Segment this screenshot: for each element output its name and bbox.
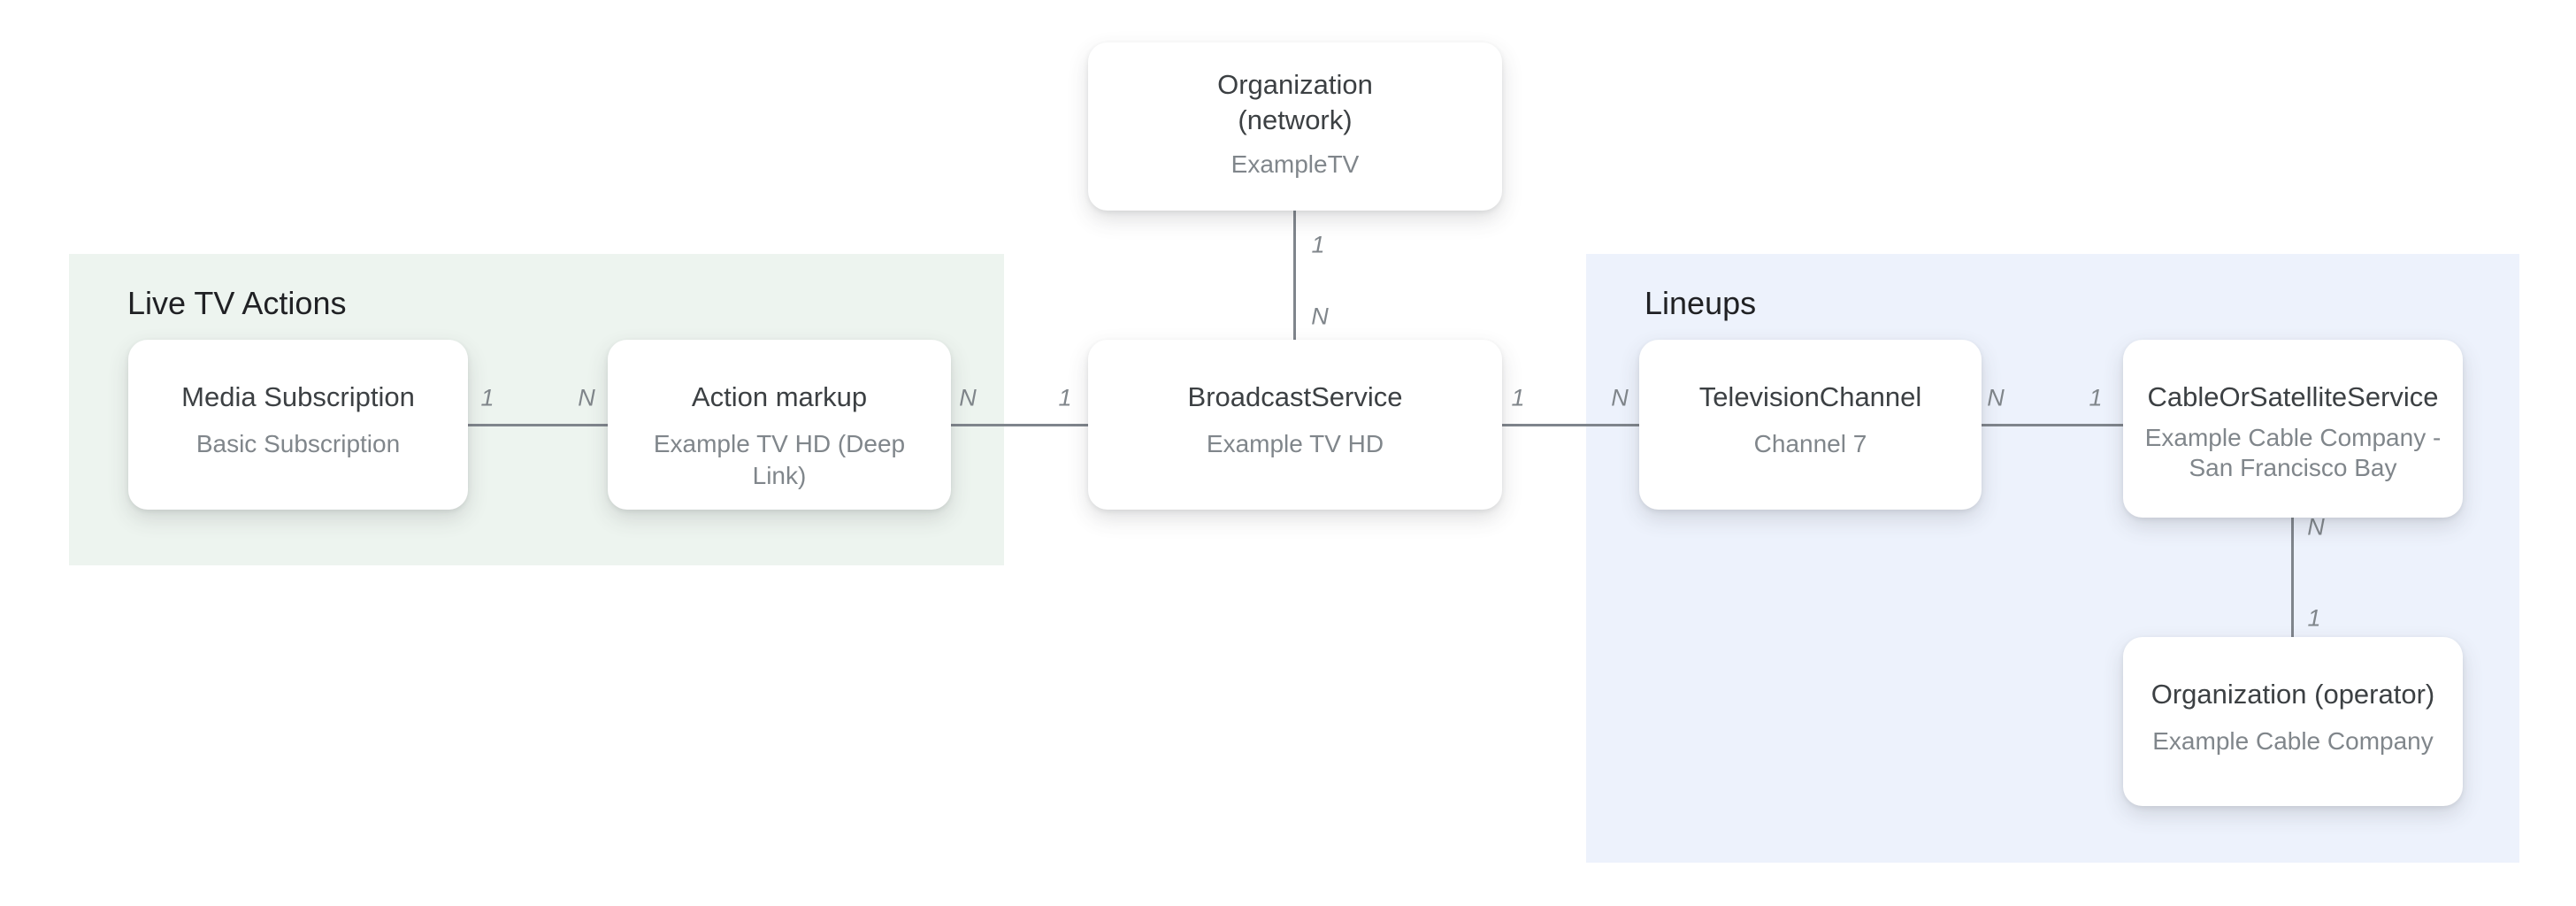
entity-subtitle: Basic Subscription	[196, 430, 401, 457]
entity-title: Organization (operator)	[2150, 679, 2435, 710]
cardinality-label: 1	[2307, 604, 2321, 632]
entity-subtitle: Example Cable Company	[2152, 727, 2434, 755]
entity-box-media-subscription: Media Subscription Basic Subscription	[128, 340, 468, 510]
entity-title: CableOrSatelliteService	[2147, 381, 2439, 412]
cardinality-label: N	[2307, 513, 2325, 541]
entity-subtitle: Example TV HD (Deep Link)	[653, 430, 906, 489]
cardinality-label: 1	[480, 384, 494, 411]
cardinality-label: N	[959, 384, 977, 411]
entity-subtitle: ExampleTV	[1230, 150, 1360, 178]
cardinality-label: N	[1987, 384, 2005, 411]
entity-box-broadcast-service: BroadcastService Example TV HD	[1088, 340, 1502, 510]
cardinality-label: 1	[2089, 384, 2103, 411]
entity-subtitle: Example TV HD	[1206, 430, 1384, 457]
connector-action-to-broadcast	[951, 424, 1088, 426]
cardinality-label: N	[1311, 303, 1329, 330]
cardinality-label: 1	[1311, 231, 1325, 258]
connector-network-to-broadcast	[1293, 211, 1296, 340]
connector-broadcast-to-channel	[1502, 424, 1639, 426]
entity-title: TelevisionChannel	[1698, 381, 1922, 412]
entity-title: BroadcastService	[1187, 381, 1403, 412]
connector-cable-to-operator	[2291, 518, 2294, 637]
entity-box-organization-operator: Organization (operator) Example Cable Co…	[2123, 637, 2463, 806]
entity-title: Action markup	[691, 381, 868, 412]
entity-subtitle: Example Cable Company - San Francisco Ba…	[2144, 424, 2442, 481]
group-title-lineups: Lineups	[1644, 285, 1757, 321]
entity-title: Media Subscription	[181, 381, 415, 412]
entity-subtitle: Channel 7	[1753, 430, 1867, 457]
cardinality-label: 1	[1058, 384, 1072, 411]
entity-box-television-channel: TelevisionChannel Channel 7	[1639, 340, 1982, 510]
group-title-live-tv-actions: Live TV Actions	[127, 285, 347, 321]
entity-box-action-markup: Action markup Example TV HD (Deep Link)	[608, 340, 951, 510]
connector-media-to-action	[468, 424, 608, 426]
entity-box-organization-network: Organization (network) ExampleTV	[1088, 42, 1502, 211]
connector-channel-to-cable	[1982, 424, 2123, 426]
cardinality-label: 1	[1511, 384, 1525, 411]
entity-title: Organization (network)	[1217, 69, 1373, 135]
entity-box-cable-or-satellite-service: CableOrSatelliteService Example Cable Co…	[2123, 340, 2463, 518]
cardinality-label: N	[578, 384, 595, 411]
cardinality-label: N	[1611, 384, 1629, 411]
